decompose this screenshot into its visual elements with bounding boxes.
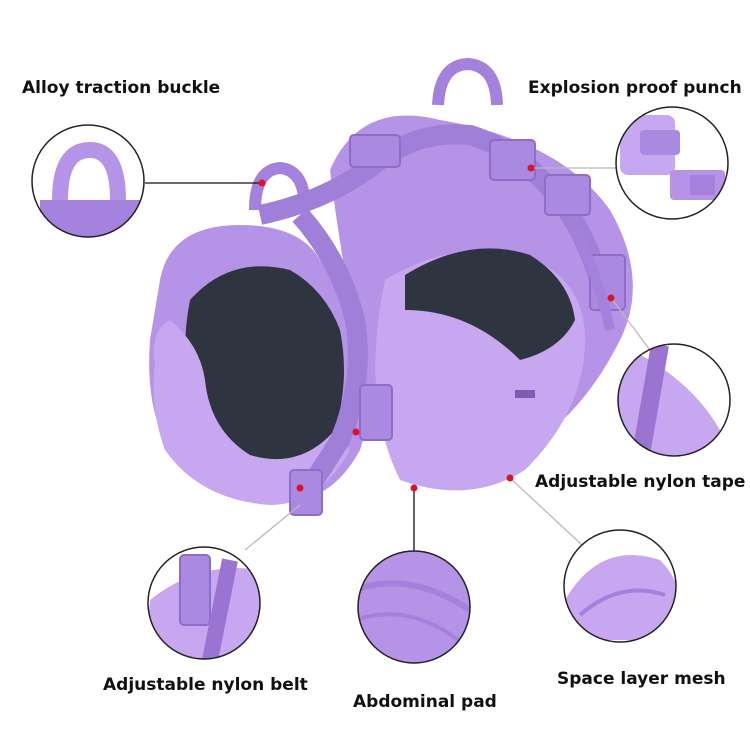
leader-lines <box>145 167 651 552</box>
label-space-layer-mesh: Space layer mesh <box>557 669 726 689</box>
detail-circle-alloy-buckle <box>31 124 145 238</box>
detail-circle-nylon-belt <box>147 546 261 660</box>
detail-circle-space-mesh <box>563 529 677 643</box>
detail-circle-abdominal-pad <box>357 550 471 664</box>
label-adjustable-nylon-tape: Adjustable nylon tape <box>535 472 746 492</box>
detail-circle-buckle-clip <box>615 106 729 220</box>
label-explosion-proof-punch: Explosion proof punch <box>528 78 742 98</box>
label-adjustable-nylon-belt: Adjustable nylon belt <box>103 675 308 695</box>
detail-circle-nylon-tape <box>617 343 731 457</box>
label-alloy-traction-buckle: Alloy traction buckle <box>22 78 221 98</box>
label-abdominal-pad: Abdominal pad <box>353 692 497 712</box>
harness-body <box>149 57 633 516</box>
callout-dots <box>258 164 615 492</box>
